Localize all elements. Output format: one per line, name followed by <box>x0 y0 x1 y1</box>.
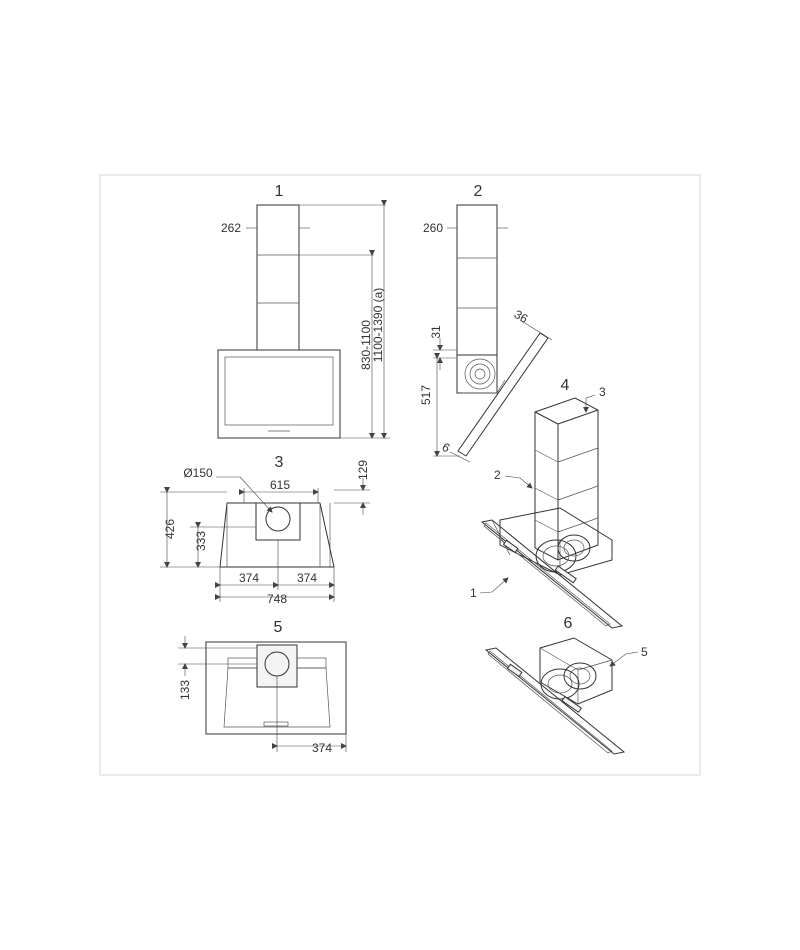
dim-133: 133 <box>178 680 192 700</box>
dim-6: 6 <box>440 440 453 456</box>
view-5-back: 5 133 374 <box>178 619 347 755</box>
callout-3-view4: 3 <box>599 385 606 399</box>
view-3-label: 3 <box>275 454 284 471</box>
callout-1: 1 <box>470 586 477 600</box>
view-4-label: 4 <box>561 377 570 394</box>
dim-1100-1390: 1100-1390 (a) <box>371 288 385 363</box>
drawing-frame <box>99 174 701 776</box>
view-2-label: 2 <box>474 183 483 200</box>
dim-262: 262 <box>221 221 241 235</box>
dim-374-bottom: 374 <box>312 741 332 755</box>
dim-426: 426 <box>163 519 177 539</box>
view-4-isometric: 4 3 2 1 <box>470 377 624 629</box>
dim-374-right: 374 <box>297 571 317 585</box>
dim-36: 36 <box>512 307 531 326</box>
dim-333: 333 <box>194 531 208 551</box>
view-6-label: 6 <box>564 615 573 632</box>
dim-31: 31 <box>429 325 443 339</box>
dim-615: 615 <box>270 478 290 492</box>
callout-5: 5 <box>641 645 648 659</box>
dim-830-1100: 830-1100 <box>359 320 373 370</box>
view-1-front: 1 262 830-1100 1100-1390 (a) <box>217 183 390 439</box>
view-1-label: 1 <box>275 183 284 200</box>
dim-748: 748 <box>267 592 287 606</box>
view-5-label: 5 <box>274 619 283 636</box>
dim-517: 517 <box>419 385 433 405</box>
view-3-top: 3 Ø150 615 129 426 333 <box>160 454 370 606</box>
dim-129: 129 <box>356 460 370 480</box>
callout-2: 2 <box>494 468 501 482</box>
dim-260: 260 <box>423 221 443 235</box>
dim-diameter-150: Ø150 <box>183 466 213 480</box>
view-6-isometric: 6 5 <box>484 615 648 755</box>
dim-374-left: 374 <box>239 571 259 585</box>
view-2-side: 2 260 36 31 517 6 <box>419 183 553 463</box>
